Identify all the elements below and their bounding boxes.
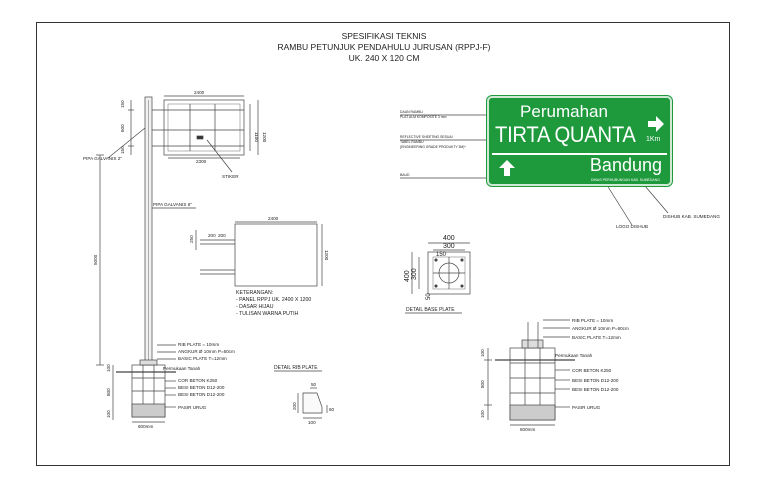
- besi2-label-right: BESI BETON D12-200: [572, 387, 619, 392]
- bp-v400: 400: [404, 270, 411, 282]
- callout-reflective1: REFLECTIVE SHEETING SESUAI: [400, 135, 453, 139]
- dim-5000: 5000: [93, 254, 98, 265]
- panel-elevation: [163, 99, 245, 156]
- sign-line-1: Perumahan: [520, 102, 608, 121]
- callout-baud: BAUD: [400, 173, 410, 177]
- sign-line-3: Bandung: [589, 155, 662, 175]
- ket-title: KETERANGAN:: [236, 290, 273, 296]
- cor-label-right: COR BETON K250: [572, 368, 612, 373]
- panel-dim-left: 250: [189, 235, 194, 243]
- pasir-label-left: PASIR URUG: [178, 405, 207, 410]
- callout-plat: PLAT ALM KOMPOSITE 3 mm: [400, 115, 447, 119]
- pipa-6-label: PIPA GALVANIS 6": [153, 202, 192, 207]
- sign-line-2: TIRTA QUANTA: [495, 122, 636, 147]
- dim-100b-right: 100: [480, 410, 485, 418]
- tanah-label-right: Permukaan Tanah: [555, 353, 593, 358]
- callout-dishub: DISHUB KAB. SUMEDANG: [663, 214, 720, 219]
- besi1-label-right: BESI BETON D12-200: [572, 378, 619, 383]
- callout-reflective2: TABEL RAMBU: [400, 140, 424, 144]
- rib-d200: 200: [292, 402, 297, 410]
- rib-label-left: RIB PLATE = 10mm: [178, 342, 219, 347]
- title-line-2: RAMBU PETUNJUK PENDAHULU JURUSAN (RPPJ-F…: [277, 42, 491, 52]
- sign-face: Perumahan TIRTA QUANTA 1Km Bandung DINAS…: [486, 95, 673, 187]
- callout-reflective3: (ENGINEERING GRADE PRODUKTY 3M)*: [400, 145, 466, 149]
- callout-daun: DAUN RAMBU: [400, 110, 423, 114]
- rib-d100: 100: [308, 420, 316, 425]
- pipa-2-label: PIPA GALVANIS 2": [83, 156, 122, 161]
- dim-1100: 1100: [254, 132, 259, 142]
- dim-150: 150: [120, 100, 125, 108]
- dim-600: 600: [120, 124, 125, 132]
- rib-d50: 50: [311, 382, 317, 387]
- ket-3: - TULISAN WARNA PUTIH: [236, 311, 299, 317]
- drawing-sheet-border: [36, 22, 730, 466]
- sign-distance: 1Km: [646, 136, 661, 143]
- rib-plate: [302, 392, 323, 414]
- pasir-label-right: PASIR URUG: [572, 405, 601, 410]
- dim-800-right: 800: [480, 380, 485, 388]
- basic-label-right: BASIC PLATE T=12mm: [572, 335, 621, 340]
- panel-back-view: [234, 223, 318, 287]
- bp-150: 150: [436, 252, 447, 258]
- callout-logo: LOGO DISHUB: [616, 224, 648, 229]
- bp-400: 400: [443, 235, 455, 242]
- sign-footer: DINAS PERHUBUNGAN KAB. SUMEDANG: [590, 178, 660, 182]
- arrow-up-icon: [499, 160, 515, 176]
- angkur-label-left: ANGKUR Ø 10mm P=60cm: [178, 349, 235, 354]
- panel-dim-right: 1200: [324, 250, 329, 261]
- dim-800-left: 800: [106, 388, 111, 396]
- bp-label: DETAIL BASE PLATE: [406, 307, 455, 313]
- bp-v300: 300: [411, 268, 418, 280]
- rib-detail-label: DETAIL RIB PLATE: [274, 365, 318, 371]
- title-line-3: UK. 240 X 120 CM: [348, 53, 420, 63]
- dim-100a-left: 100: [106, 364, 111, 372]
- dim-2300-bottom: 2300: [196, 159, 207, 164]
- rib-d60: 60: [329, 407, 335, 412]
- basic-label-left: BASIC PLATE T=12mm: [178, 356, 227, 361]
- title-line-1: SPESIFIKASI TEKNIS: [341, 31, 427, 41]
- bp-v50: 50: [426, 293, 432, 300]
- cor-label-left: COR BETON K250: [178, 378, 218, 383]
- besi2-label-left: BESI BETON D12-200: [178, 392, 225, 397]
- dim-100a-right: 100: [480, 349, 485, 357]
- width-left: 600mm: [138, 424, 153, 429]
- rib-label-right: RIB PLATE = 10mm: [572, 318, 613, 323]
- dim-1200: 1200: [262, 132, 267, 143]
- arrow-right-icon: [648, 116, 664, 132]
- bp-300: 300: [443, 243, 455, 250]
- tanah-label-left: Permukaan Tanah: [163, 366, 201, 371]
- besi1-label-left: BESI BETON D12-200: [178, 385, 225, 390]
- panel-dim-l2: 200: [218, 233, 226, 238]
- dim-100b-left: 100: [106, 410, 111, 418]
- ket-2: - DASAR HIJAU: [236, 304, 274, 310]
- dim-150b: 150: [120, 146, 125, 154]
- width-right: 600mm: [520, 427, 535, 432]
- ket-1: - PANEL RPPJ UK. 2400 X 1200: [236, 297, 311, 303]
- sign-divider: [492, 153, 667, 155]
- panel-dim-top: 2400: [268, 216, 279, 221]
- angkur-label-right: ANGKUR Ø 10mm P=60cm: [572, 326, 629, 331]
- panel-dim-l1: 200: [208, 233, 216, 238]
- stiker-label: STIKER: [222, 174, 239, 179]
- dim-2400-top: 2400: [194, 90, 205, 95]
- base-plate: [427, 251, 471, 295]
